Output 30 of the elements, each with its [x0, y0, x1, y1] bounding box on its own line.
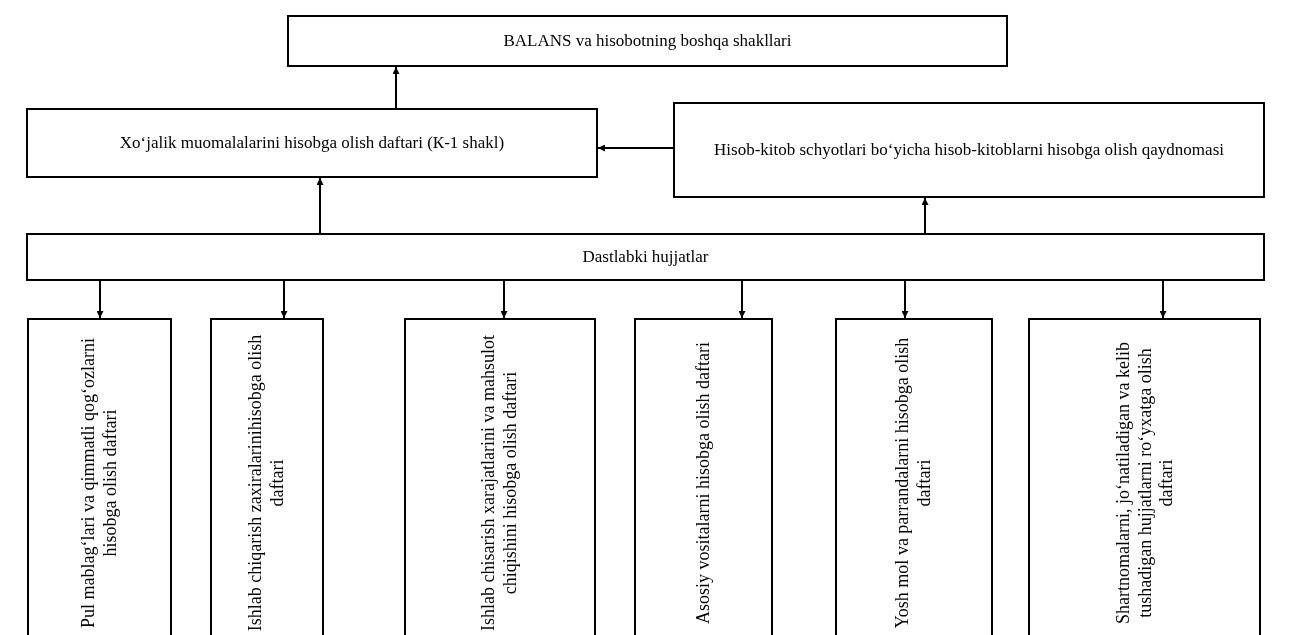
- node-label: Hisob-kitob schyotlari boʻyicha hisob-kitoblarni hisobga olish qaydnomasi: [713, 138, 1225, 161]
- arrow: [921, 197, 929, 234]
- node-label: Shartnomalarni, joʻnatiladigan va kelib tushadigan hujjatlarni roʻyxatga olish daftari: [1112, 341, 1177, 626]
- ledger-box: [634, 318, 773, 635]
- ledger-box: [210, 318, 324, 635]
- arrow: [280, 280, 288, 319]
- arrow: [500, 280, 508, 319]
- ledger-box: [835, 318, 993, 635]
- arrow: [1159, 280, 1167, 319]
- node-label: BALANS va hisobotning boshqa shakllari: [502, 29, 793, 52]
- arrow: [901, 280, 909, 319]
- ledger-box: [1028, 318, 1261, 635]
- arrow: [316, 177, 324, 234]
- process-box: [673, 102, 1265, 198]
- node-label: Yosh mol va parrandalarni hisobga olish daftari: [892, 336, 935, 631]
- node-label: Dastlabki hujjatlar: [581, 245, 710, 268]
- node-label: Pul mablagʻlari va qimmatli qogʻozlarni hisobga olish daftari: [77, 337, 121, 630]
- node-label: Xoʻjalik muomalalarini hisobga olish daftari (К-1 shakl): [118, 131, 506, 154]
- arrow: [738, 280, 746, 319]
- node-label: Ishlab chiqarish zaxiralarinihisobga olish daftari: [245, 333, 288, 633]
- ledger-box: [404, 318, 596, 635]
- process-box: [26, 108, 598, 178]
- arrow: [392, 66, 400, 109]
- node-label: Asosiy vositalarni hisobga olish daftari: [692, 341, 714, 626]
- arrow: [96, 280, 104, 319]
- ledger-box: [27, 318, 172, 635]
- process-box: [287, 15, 1008, 67]
- node-label: Ishlab chisarish xarajatlarini va mahsulot chiqishini hisobga olish daftari: [478, 334, 521, 633]
- arrow: [597, 144, 674, 152]
- process-box: [26, 233, 1265, 281]
